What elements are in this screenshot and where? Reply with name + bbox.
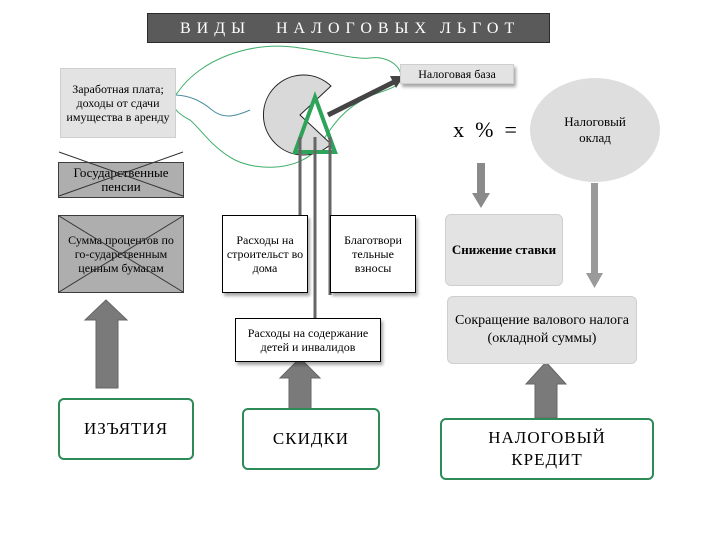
- formula: х % =: [440, 116, 530, 144]
- tax-base-box: Налоговая база: [400, 64, 514, 84]
- charity-text: Благотвори тельные взносы: [344, 233, 402, 275]
- up-arrow-exemptions: [83, 299, 129, 389]
- gross-tax-reduction-text: Сокращение валового налога (окладной сум…: [455, 313, 629, 346]
- arrow-shaft-gross: [591, 183, 598, 273]
- wages-box: Заработная плата; доходы от сдачи имущес…: [60, 68, 176, 138]
- discounts-box: СКИДКИ: [242, 408, 380, 470]
- child-costs-box: Расходы на содержание детей и инвалидов: [235, 318, 381, 362]
- discounts-text: СКИДКИ: [272, 429, 350, 448]
- rate-reduction-text: Снижение ставки: [451, 242, 557, 257]
- wages-text: Заработная плата; доходы от сдачи имущес…: [66, 82, 170, 124]
- title-word-2: НАЛОГОВЫХ: [276, 20, 433, 37]
- arrow-head-gross: [586, 273, 603, 288]
- formula-text: х % =: [453, 117, 517, 142]
- tax-salary-text: Налоговый оклад: [564, 114, 626, 145]
- tax-base-text: Налоговая база: [418, 67, 496, 81]
- exemptions-text: ИЗЪЯТИЯ: [83, 419, 169, 438]
- up-arrow-credit: [524, 361, 568, 419]
- housing-costs-box: Расходы на строительст во дома: [222, 215, 308, 293]
- tax-credit-text: НАЛОГОВЫЙ КРЕДИТ: [488, 428, 606, 469]
- arrow-to-tax-base: [326, 77, 400, 118]
- gross-tax-reduction-box: Сокращение валового налога (окладной сум…: [447, 296, 637, 364]
- state-pensions-text: Государственные пенсии: [73, 165, 169, 194]
- arrow-shaft-rate: [477, 163, 485, 193]
- title-bar: ВИДЫ НАЛОГОВЫХ ЛЬГОТ: [147, 13, 550, 43]
- tax-credit-box: НАЛОГОВЫЙ КРЕДИТ: [440, 418, 654, 480]
- cross-bond-interest: [58, 215, 184, 293]
- housing-costs-text: Расходы на строительст во дома: [226, 233, 304, 275]
- tax-salary-circle: Налоговый оклад: [530, 78, 660, 182]
- teal-connector-curve: [175, 94, 251, 117]
- arrow-head-rate: [472, 193, 490, 208]
- exemptions-box: ИЗЪЯТИЯ: [58, 398, 194, 460]
- cross-state-pensions: [58, 151, 184, 197]
- charity-box: Благотвори тельные взносы: [330, 215, 416, 293]
- rate-reduction-box: Снижение ставки: [445, 214, 563, 286]
- title-word-1: ВИДЫ: [180, 20, 252, 37]
- title-word-3: ЛЬГОТ: [440, 20, 521, 37]
- up-arrow-discounts: [278, 357, 322, 411]
- state-pensions-box: Государственные пенсии: [58, 162, 184, 198]
- child-costs-text: Расходы на содержание детей и инвалидов: [247, 326, 369, 354]
